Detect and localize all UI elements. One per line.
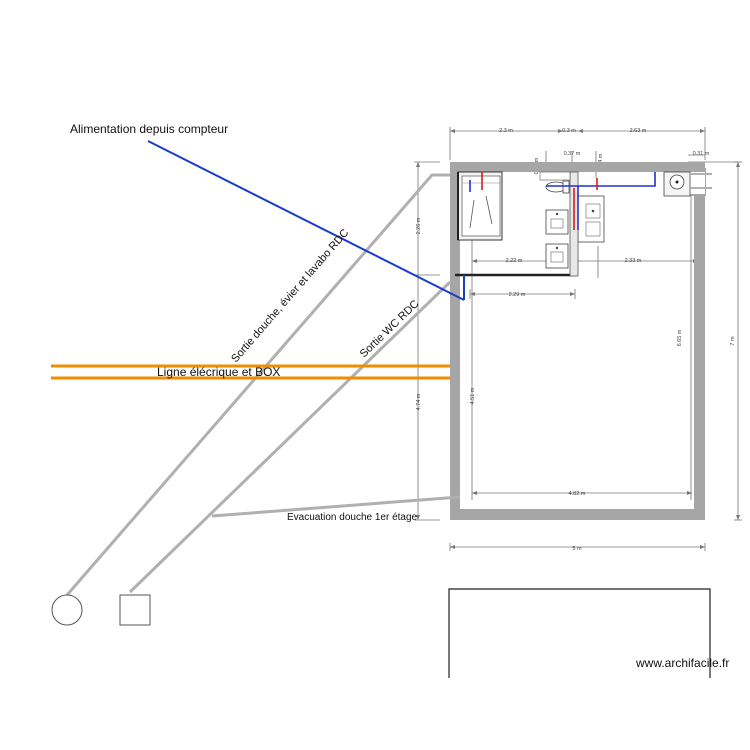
- dimension-lines: [414, 127, 742, 551]
- wc-toilet: [545, 180, 570, 194]
- label-wc-outlet: Sortie WC RDC: [358, 298, 422, 360]
- washbasin-bottom: [545, 243, 569, 269]
- dim-outer-right: 7 m: [730, 336, 736, 346]
- label-shower-outlet: Sortie douche, évier et lavabo RDC: [229, 227, 351, 365]
- water-heater: [663, 171, 691, 197]
- hot-water-lines: [481, 172, 598, 230]
- cold-water-lines: [469, 172, 656, 230]
- dim-inner-bottom: 4.82 m: [569, 491, 586, 497]
- dim-left-upper: 2.26 m: [416, 217, 422, 234]
- dim-bathroom-bottom: 2.29 m: [509, 292, 526, 298]
- meter-square: [119, 594, 151, 626]
- label-electric: Ligne élécrique et BOX: [157, 365, 280, 379]
- dim-top-left: 2.3 m: [499, 128, 513, 134]
- dim-left-total: 4.74 m: [416, 393, 422, 410]
- dim-inner-right: 6.65 m: [677, 329, 683, 346]
- dim-right-small: 0.31 m: [693, 151, 710, 157]
- pipe-evacuation: [211, 495, 461, 518]
- pipe-wc-outlet: [128, 280, 452, 594]
- watermark: www.archifacile.fr: [635, 656, 729, 670]
- notch-cut: [689, 172, 705, 194]
- pipe-shower-outlet: [65, 173, 450, 596]
- electric-line: [51, 364, 450, 380]
- supply-line: [147, 140, 465, 301]
- dim-inner-mid-right: 2.33 m: [625, 258, 642, 264]
- dim-inner-left: 4.51 m: [470, 387, 476, 404]
- label-supply: Alimentation depuis compteur: [70, 122, 228, 136]
- pipe-right-exit: [690, 173, 712, 189]
- dim-small-c: 0.64 m: [598, 153, 604, 170]
- label-evacuation: Evacuation douche 1er étage: [287, 512, 418, 523]
- meter-circle: [51, 594, 83, 626]
- dim-outer-bottom: 5 m: [572, 546, 582, 552]
- shower-cabin: [457, 171, 503, 241]
- kitchen-sink: [577, 195, 605, 243]
- second-plan-outline: [448, 588, 711, 678]
- dim-top-right: 2.63 m: [630, 128, 647, 134]
- dim-top-mid: 0.3 m: [562, 128, 576, 134]
- dim-small-b: 0.37 m: [564, 151, 581, 157]
- washbasin-top: [545, 209, 569, 235]
- dim-inner-mid-left: 2.22 m: [506, 258, 523, 264]
- counter-block: [539, 171, 571, 181]
